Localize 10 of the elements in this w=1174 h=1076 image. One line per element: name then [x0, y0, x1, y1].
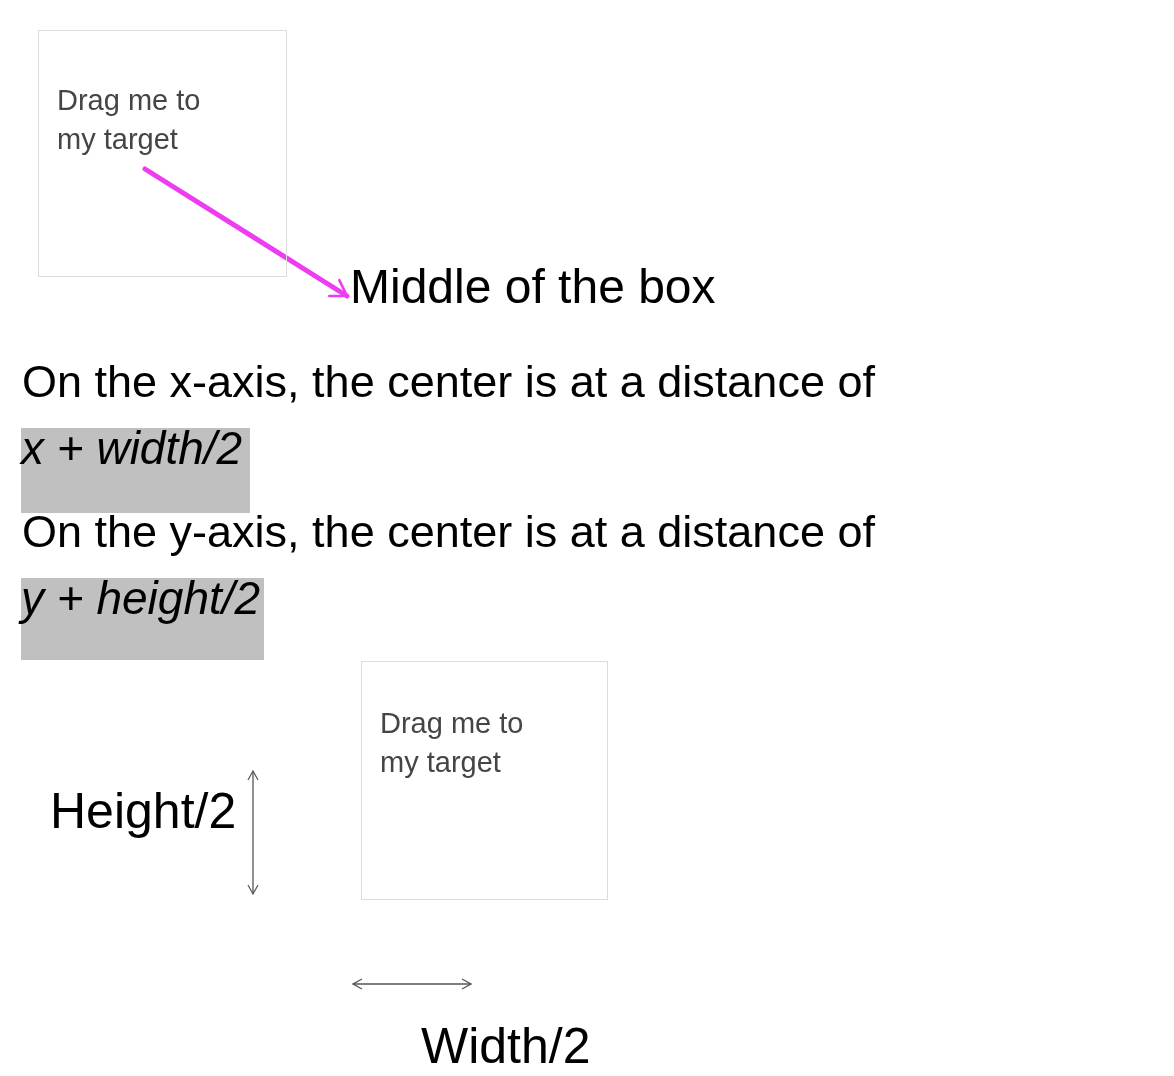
arrow [142, 166, 350, 299]
box-text: Drag me to my target [57, 83, 202, 157]
callout-text: Middle of the box [350, 259, 730, 315]
draggable-box [361, 661, 608, 900]
draggable-box [38, 30, 287, 277]
explanation-text: On the x-axis, the center is at a distance of [22, 356, 875, 408]
dimension-label: Height/2 [50, 783, 237, 839]
dimension-label: Width/2 [421, 1019, 591, 1073]
highlighted-formula: x + width/2 [21, 428, 250, 513]
box-text: Drag me to my target [380, 706, 525, 780]
